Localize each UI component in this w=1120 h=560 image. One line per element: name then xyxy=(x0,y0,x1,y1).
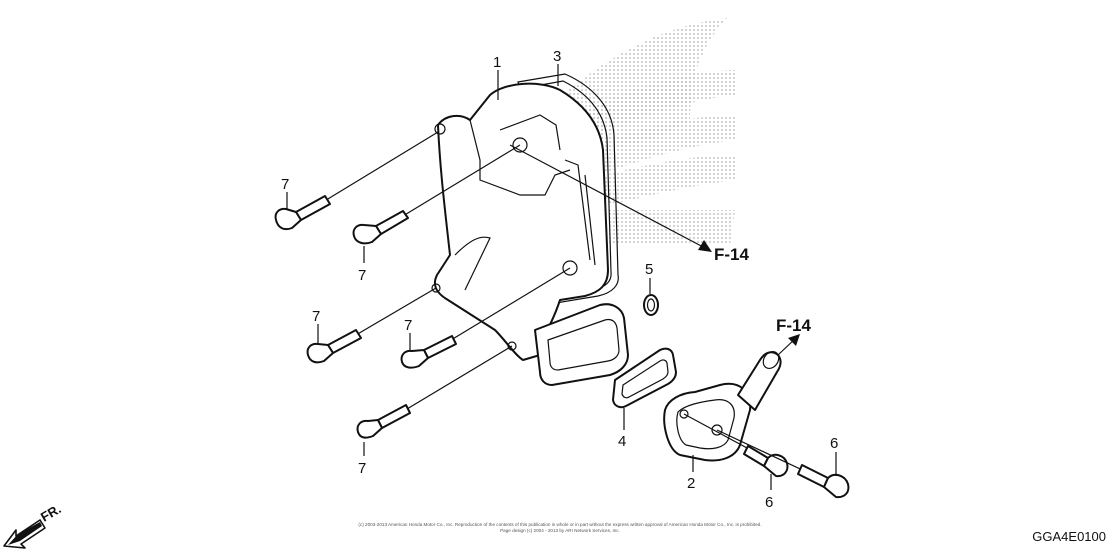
bolt-7-middle-right[interactable] xyxy=(400,267,571,369)
part-5-o-ring[interactable] xyxy=(643,294,659,316)
callout-5[interactable]: 5 xyxy=(645,261,653,278)
part-2-outlet-housing[interactable] xyxy=(663,349,782,462)
callout-6-a[interactable]: 6 xyxy=(765,494,773,511)
copyright-line-2: Page design (c) 2004 - 2013 by ARI Netwo… xyxy=(500,528,620,533)
callout-2[interactable]: 2 xyxy=(687,475,695,492)
bolt-6-right[interactable] xyxy=(716,429,850,499)
bolt-7-middle-left[interactable] xyxy=(306,287,437,364)
callout-3[interactable]: 3 xyxy=(553,48,561,65)
diagram-code: GGA4E0100 xyxy=(1032,529,1106,544)
bolt-7-lower[interactable] xyxy=(356,345,513,439)
callout-1[interactable]: 1 xyxy=(493,54,501,71)
callout-6-b[interactable]: 6 xyxy=(830,435,838,452)
reference-label-upper[interactable]: F-14 xyxy=(714,245,750,264)
reference-arrow-lower xyxy=(777,334,800,356)
reference-label-lower[interactable]: F-14 xyxy=(776,316,812,335)
callout-leaders xyxy=(286,64,837,490)
callout-7-e[interactable]: 7 xyxy=(358,460,366,477)
front-direction-arrow-icon xyxy=(3,519,46,549)
bolt-7-upper-left[interactable] xyxy=(274,131,439,231)
callout-7-a[interactable]: 7 xyxy=(281,176,289,193)
copyright-notice: (c) 2003-2013 American Honda Motor Co., … xyxy=(290,522,830,534)
callout-7-d[interactable]: 7 xyxy=(404,317,412,334)
callout-7-c[interactable]: 7 xyxy=(312,308,320,325)
bolt-7-upper-mid[interactable] xyxy=(352,144,521,245)
callout-7-b[interactable]: 7 xyxy=(358,267,366,284)
part-4-gasket[interactable] xyxy=(612,347,677,409)
reference-arrow-upper xyxy=(509,144,712,252)
part-1-head-cover[interactable] xyxy=(431,82,629,386)
copyright-line-1: (c) 2003-2013 American Honda Motor Co., … xyxy=(358,522,762,527)
callout-4[interactable]: 4 xyxy=(618,433,626,450)
front-direction-label: FR. xyxy=(38,501,64,524)
